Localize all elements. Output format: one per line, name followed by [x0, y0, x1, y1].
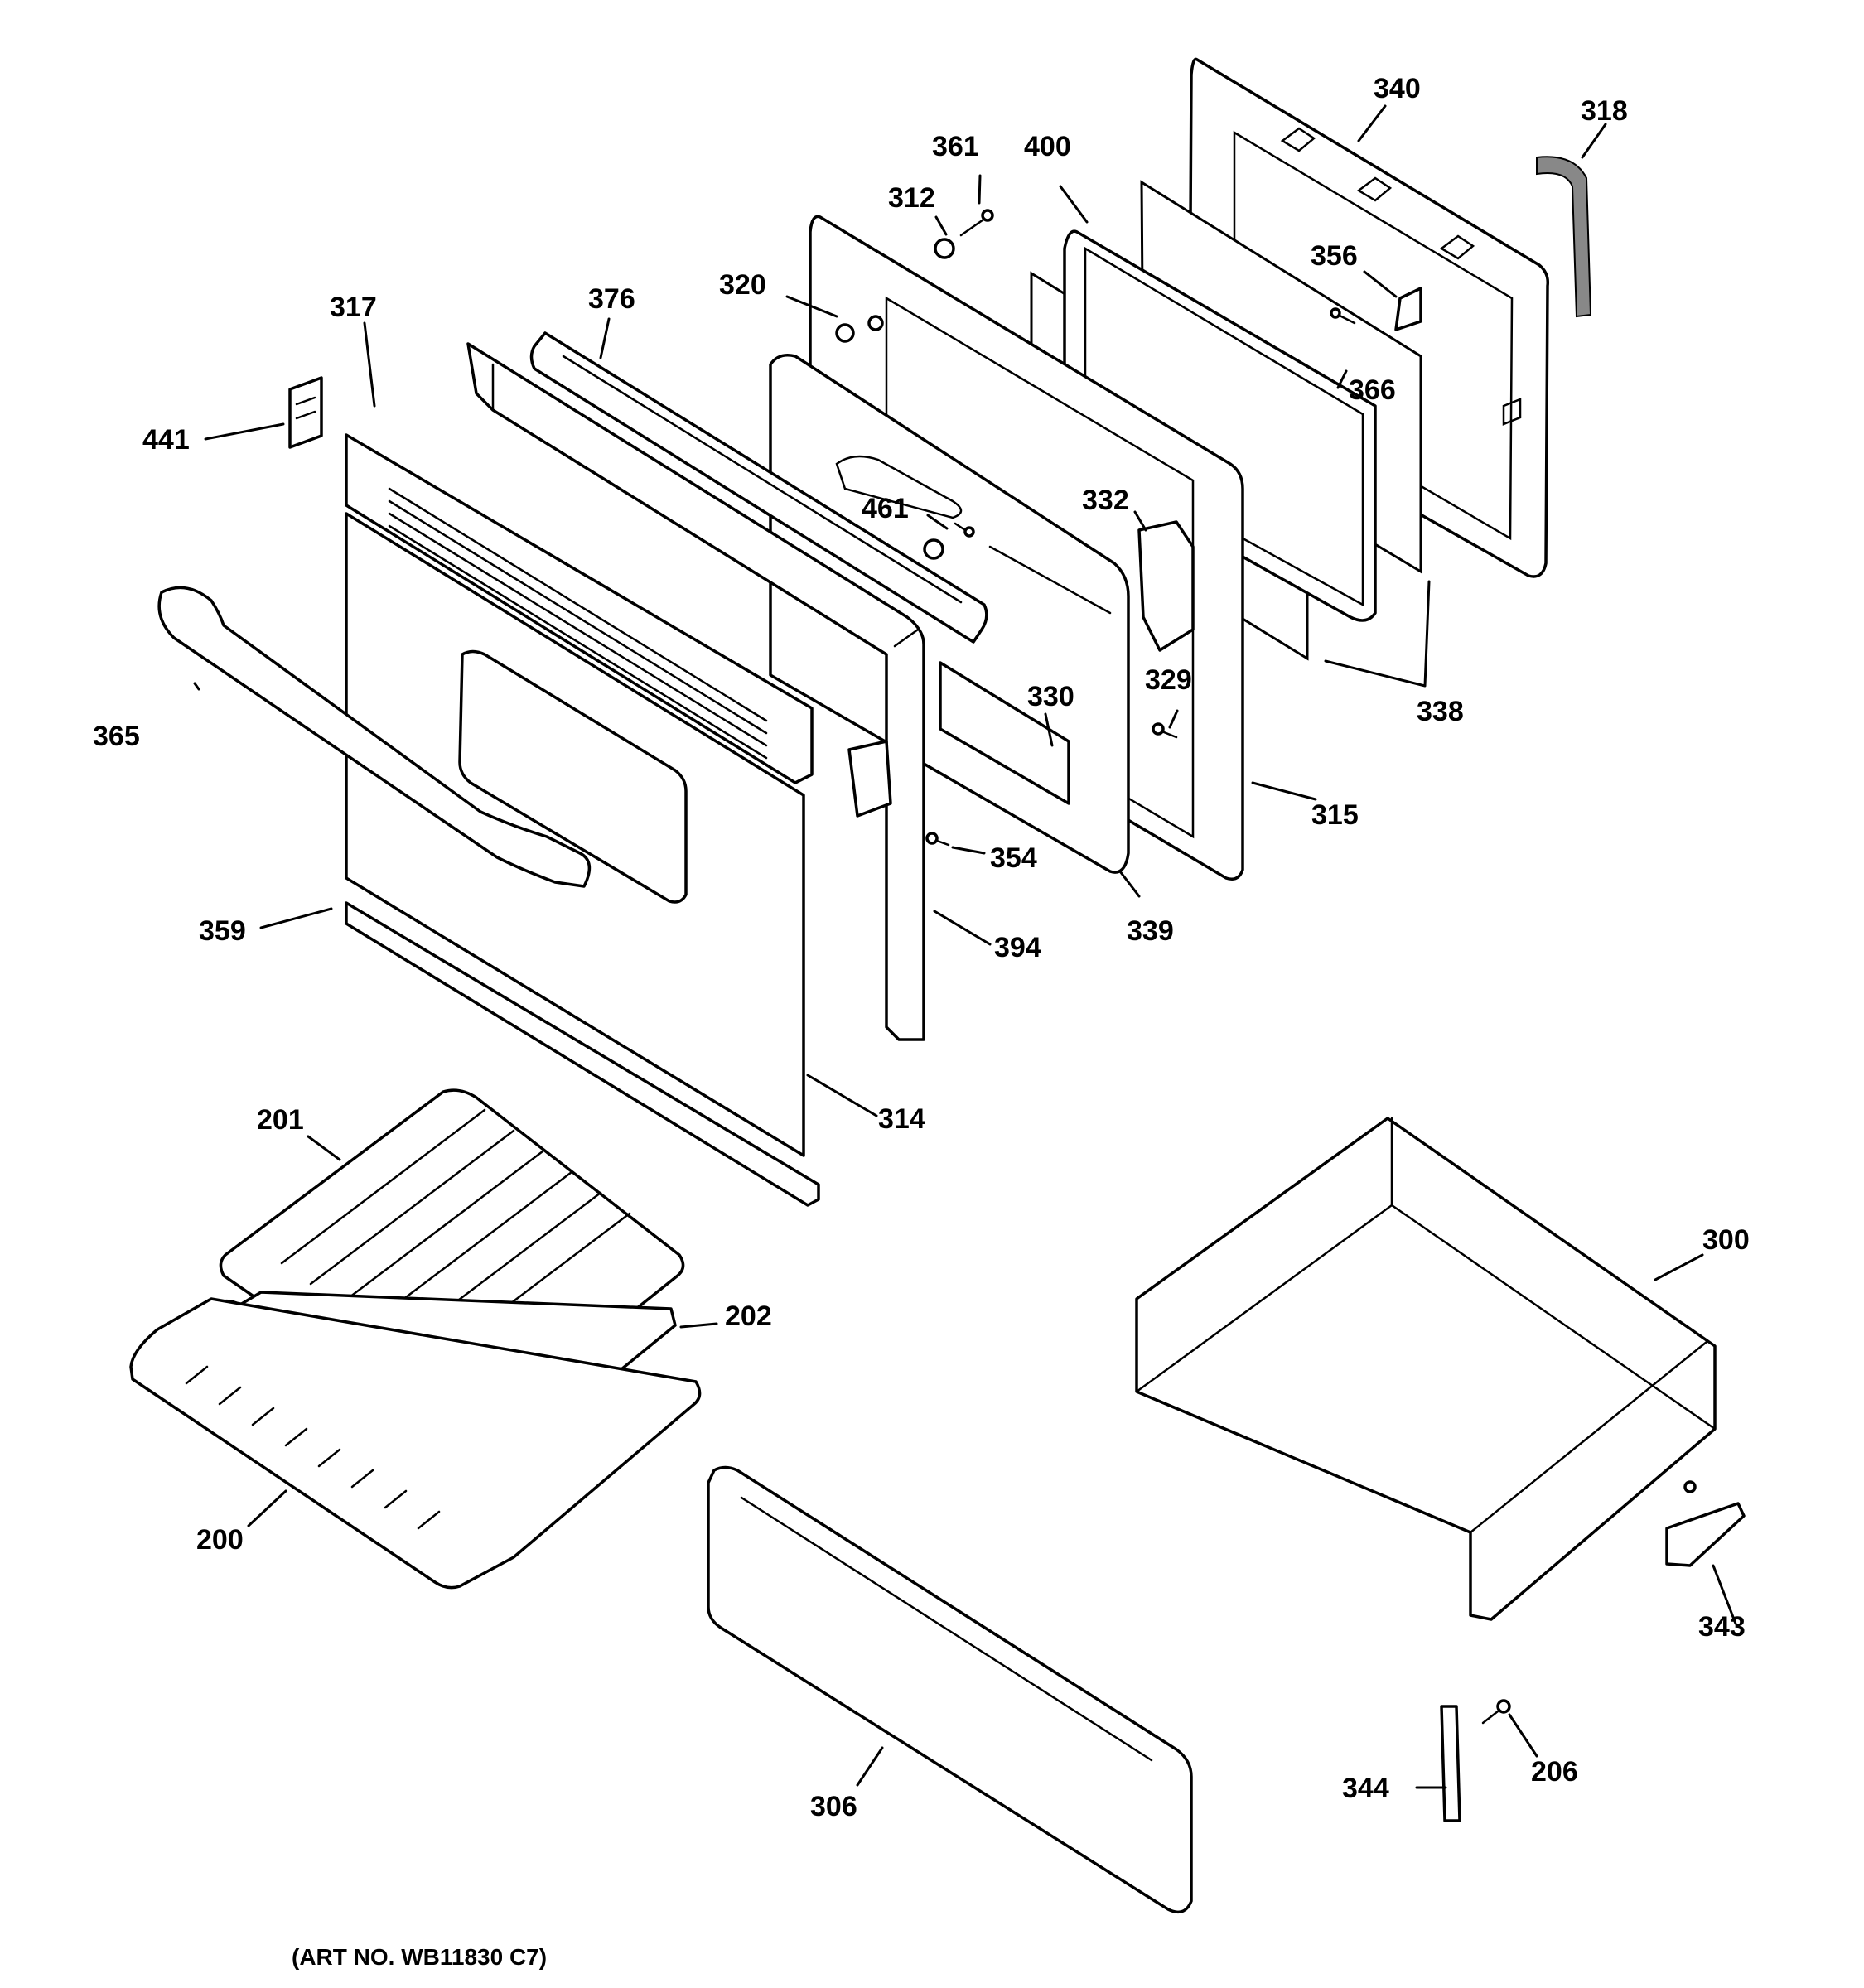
label-354: 354	[990, 842, 1037, 874]
label-329: 329	[1145, 664, 1192, 696]
part-318-gasket	[1536, 156, 1592, 318]
part-359-trim	[345, 901, 820, 1207]
label-366: 366	[1349, 374, 1396, 406]
label-318: 318	[1581, 95, 1628, 127]
label-344: 344	[1342, 1773, 1389, 1804]
part-441-bracket	[288, 376, 323, 449]
label-359: 359	[199, 915, 246, 947]
part-312-washer	[934, 238, 955, 259]
part-461-screw	[923, 522, 975, 560]
part-317-vent-panel	[345, 433, 814, 784]
label-201: 201	[257, 1104, 304, 1136]
leader-lines	[193, 104, 1737, 1789]
label-306: 306	[810, 1791, 857, 1822]
label-312: 312	[888, 182, 935, 214]
label-340: 340	[1374, 73, 1421, 104]
part-376-channel	[529, 331, 988, 644]
part-332-insulation	[1137, 520, 1195, 652]
label-394: 394	[994, 932, 1041, 963]
part-hinge	[847, 740, 892, 818]
label-330: 330	[1027, 681, 1074, 712]
label-317: 317	[330, 292, 377, 323]
label-441: 441	[142, 424, 190, 456]
label-332: 332	[1082, 485, 1129, 516]
label-400: 400	[1024, 131, 1071, 162]
art-number: (ART NO. WB11830 C7)	[292, 1944, 547, 1970]
part-206-screw	[1481, 1699, 1511, 1725]
label-461: 461	[862, 493, 909, 524]
label-365: 365	[93, 721, 140, 752]
label-361: 361	[932, 131, 979, 162]
label-202: 202	[725, 1300, 772, 1332]
label-200: 200	[196, 1524, 244, 1556]
part-300-drawer	[1135, 1117, 1717, 1621]
label-320: 320	[719, 269, 766, 301]
part-366-screw	[1330, 307, 1356, 325]
label-376: 376	[588, 283, 635, 315]
label-314: 314	[878, 1103, 925, 1135]
label-206: 206	[1531, 1756, 1578, 1788]
part-394-door-frame	[466, 342, 925, 1041]
part-200-oven-rack	[129, 1297, 702, 1590]
label-343: 343	[1698, 1611, 1746, 1643]
part-365-handle	[157, 586, 592, 888]
label-315: 315	[1311, 799, 1359, 831]
part-354-screw	[925, 832, 950, 847]
part-344-slide-rail	[1440, 1705, 1461, 1822]
label-356: 356	[1311, 240, 1358, 272]
part-labels: 340 318 361 400 312 356 320 317 376 366 …	[93, 73, 1750, 1970]
part-343-drawer-stop	[1665, 1480, 1746, 1567]
label-339: 339	[1127, 915, 1174, 947]
part-340-door-frame	[1188, 57, 1550, 578]
part-329-screw	[1152, 722, 1178, 739]
part-330-channel	[939, 661, 1070, 805]
part-356-bracket	[1394, 287, 1422, 331]
label-300: 300	[1702, 1224, 1750, 1256]
part-306-drawer-front	[707, 1465, 1193, 1914]
label-338: 338	[1417, 696, 1464, 727]
part-361-screw	[959, 209, 994, 237]
